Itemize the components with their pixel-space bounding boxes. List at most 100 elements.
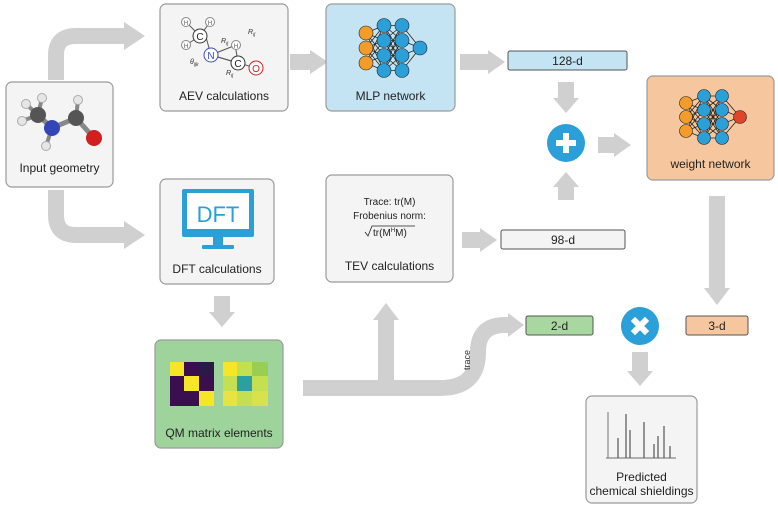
qm-label: QM matrix elements (165, 426, 272, 440)
aev-o: O (252, 64, 260, 75)
mlp-network-icon (358, 18, 428, 78)
arrows (48, 28, 725, 396)
tev-sqrt-body: tr(M (373, 228, 391, 239)
arrowhead-tev (373, 303, 399, 320)
network-node (358, 55, 374, 71)
arrowhead-98 (480, 228, 497, 252)
aev-rij2: R (226, 70, 231, 77)
network-node (715, 103, 729, 117)
arrowhead-predicted (627, 371, 653, 386)
arrowhead-2d (508, 313, 524, 337)
network-node (715, 131, 729, 145)
aev-h2: H (184, 44, 188, 50)
spectrum-icon (606, 412, 676, 459)
dft-screen-text: DFT (197, 202, 240, 227)
trace-label: trace (462, 350, 472, 370)
network-node (358, 25, 374, 41)
aev-c1: C (196, 32, 203, 43)
network-node (715, 117, 729, 131)
predicted-box: Predicted chemical shieldings (585, 395, 698, 504)
network-node (394, 33, 410, 48)
weight-network-label: weight network (669, 157, 751, 171)
network-node (715, 89, 729, 103)
tev-sqrt-formula: tr(MHM) (364, 225, 415, 239)
aev-rij2-sub: ij (231, 73, 234, 79)
mlp-box: MLP network (325, 3, 456, 112)
svg-text:tr(MHM): tr(MHM) (373, 228, 407, 239)
predicted-label-line1: Predicted (616, 470, 667, 484)
arrowhead-plus-bottom (553, 172, 579, 187)
network-node (679, 96, 693, 110)
tev-box: Trace: tr(M) Frobenius norm: tr(MHM) TEV… (325, 174, 454, 283)
network-edge (383, 25, 403, 71)
network-node (358, 40, 374, 56)
network-node (376, 33, 392, 48)
qm-box: QM matrix elements (154, 339, 284, 449)
network-node (412, 40, 428, 56)
network-node (376, 63, 392, 78)
vector-3d: 3-d (685, 315, 749, 336)
network-node (376, 18, 392, 33)
vector-2d-label: 2-d (551, 319, 568, 333)
aev-c2: C (234, 59, 241, 70)
arrowhead-3d (704, 288, 730, 305)
aev-h1: H (184, 21, 188, 27)
dft-label: DFT calculations (172, 262, 261, 276)
tev-sqrt-sup: H (391, 228, 395, 234)
monitor-icon: DFT (182, 189, 254, 249)
dft-box: DFT DFT calculations (159, 178, 275, 285)
network-node (679, 124, 693, 138)
input-geometry-box: Input geometry (5, 81, 114, 188)
network-node (394, 63, 410, 78)
arrow-input-to-aev (48, 28, 125, 80)
svg-text:Rij: Rij (221, 38, 229, 47)
arrow-qm-to-2d (303, 317, 510, 396)
arrowhead-128 (488, 50, 505, 74)
arrowhead-qm (209, 312, 235, 327)
aev-n: N (207, 51, 214, 62)
matrix-heatmap-2-icon (223, 362, 268, 406)
vector-128d: 128-d (507, 50, 628, 71)
vector-2d: 2-d (525, 315, 594, 336)
network-node (394, 18, 410, 33)
network-node (697, 103, 711, 117)
svg-text:Rij: Rij (226, 70, 234, 79)
plus-operator-icon (547, 124, 585, 162)
vector-98d-label: 98-d (551, 233, 575, 247)
network-node (394, 48, 410, 63)
arrowhead-weight (614, 133, 631, 157)
aev-rij: R (221, 38, 226, 45)
network-edge (703, 95, 723, 139)
svg-text:Rij: Rij (248, 29, 256, 38)
arrowhead-dft (124, 221, 145, 249)
aev-rik: R (248, 29, 253, 36)
aev-theta-sub: ijk (194, 62, 199, 68)
aev-rik-sub: ij (253, 32, 256, 38)
arrow-input-to-dft (48, 190, 125, 243)
weight-network-icon (679, 89, 747, 145)
aev-graph-icon: H H H H C N C O Rij Rij θijk Rij (181, 17, 264, 79)
vector-3d-label: 3-d (708, 319, 725, 333)
tev-frobenius-text: Frobenius norm: (353, 211, 426, 222)
network-node (697, 117, 711, 131)
network-node (733, 110, 747, 124)
tev-trace-text: Trace: tr(M) (364, 197, 416, 208)
aev-h4: H (234, 44, 238, 50)
vector-128d-label: 128-d (552, 54, 583, 68)
aev-label: AEV calculations (179, 89, 269, 103)
network-node (679, 110, 693, 124)
arrowhead-plus-top (553, 98, 579, 113)
tev-sqrt-end: M) (395, 228, 407, 239)
weight-network-box: weight network (646, 75, 775, 181)
matrix-heatmap-1-icon (170, 362, 214, 406)
network-node (697, 89, 711, 103)
aev-h3: H (208, 21, 212, 27)
aev-rij-sub: ij (226, 41, 229, 47)
predicted-label-line2: chemical shieldings (589, 484, 693, 498)
aev-theta: θ (190, 59, 194, 66)
input-geometry-label: Input geometry (19, 161, 99, 175)
mlp-label: MLP network (356, 89, 427, 103)
tev-label: TEV calculations (345, 259, 434, 273)
